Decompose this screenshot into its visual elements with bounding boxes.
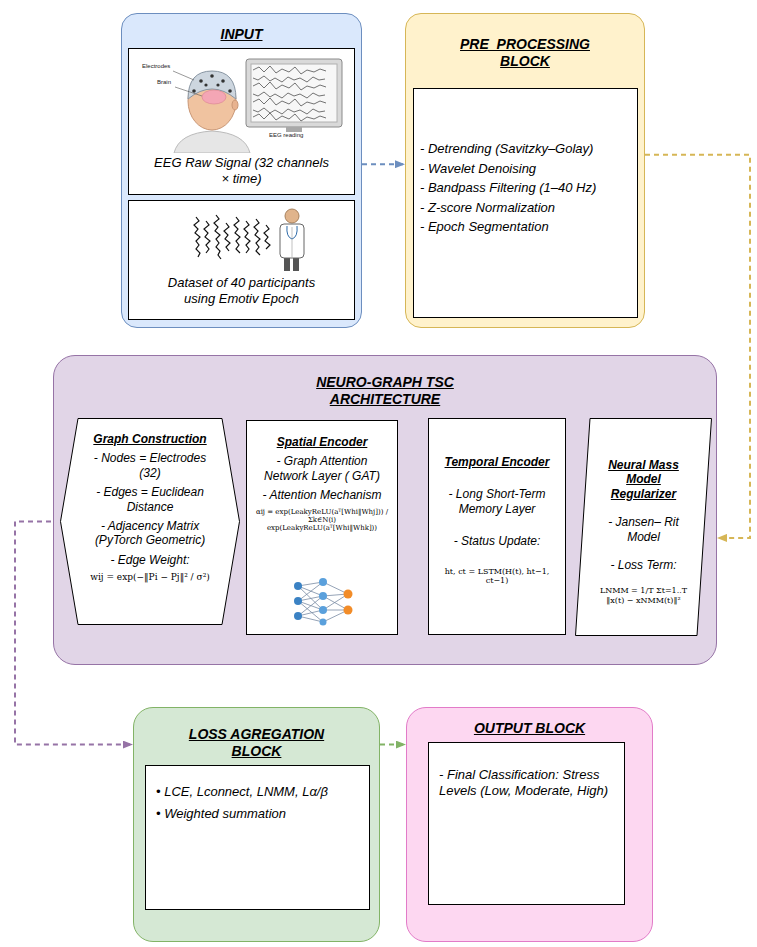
formula-text: αij = exp(LeakyReLU(aᵀ[Whi‖Whj])) / Σk∈N… — [253, 508, 391, 533]
item-text: • Weighted summation — [156, 806, 286, 822]
graph-construction-hexagon: Graph Construction - Nodes = Electrodes (… — [60, 418, 240, 625]
dataset-box: Dataset of 40 participants using Emotiv … — [128, 200, 355, 320]
classification-box: - Final Classification: Stress Levels (L… — [428, 742, 625, 905]
item-text: - Final Classification: Stress Levels (L… — [439, 767, 614, 798]
block-title: OUTPUT BLOCK — [474, 720, 585, 737]
loss-panel: LOSS AGREGATION BLOCK • LCE, Lconnect, LN… — [133, 707, 380, 942]
dataset-illustration — [134, 207, 351, 272]
network-icon — [288, 576, 358, 626]
output-panel: OUTPUT BLOCK - Final Classification: Stre… — [406, 707, 653, 942]
architecture-panel: NEURO-GRAPH TSC ARCHITECTURE Graph Constr… — [53, 355, 717, 665]
item-text: - Wavelet Denoising — [420, 161, 536, 177]
item-text: - Status Update: — [454, 534, 541, 548]
item-text: - Bandpass Filtering (1–40 Hz) — [420, 180, 596, 196]
item-text: - Attention Mechanism — [263, 488, 382, 502]
item-text: - Edges = Euclidean Distance — [82, 485, 218, 514]
block-title: LOSS AGREGATION BLOCK — [169, 726, 344, 760]
temporal-encoder-box: Temporal Encoder - Long Short-Term Memory… — [428, 418, 566, 635]
preprocessing-panel: PRE_PROCESSING BLOCK - Detrending (Savitz… — [405, 13, 645, 328]
eeg-illustration — [134, 53, 351, 153]
formula-text: wij = exp(−‖Pi − Pj‖² / σ²) — [90, 572, 210, 583]
box-title: Spatial Encoder — [277, 435, 368, 449]
block-title: PRE_PROCESSING BLOCK — [443, 36, 608, 70]
preprocessing-steps-box: - Detrending (Savitzky–Golay) - Wavelet D… — [413, 88, 638, 318]
input-panel: INPUT EEG Raw Signal (32 channels × time) — [121, 13, 362, 328]
item-text: - Loss Term: — [610, 558, 676, 572]
regularizer-parallelogram: Neural Mass Model Regularizer - Jansen– R… — [575, 418, 712, 636]
item-text: - Long Short-Term Memory Layer — [435, 487, 559, 516]
box-title: Neural Mass Model Regularizer — [593, 458, 694, 501]
item-text: - Z-score Normalization — [420, 200, 555, 216]
block-title: NEURO-GRAPH TSC ARCHITECTURE — [298, 374, 473, 408]
formula-text: ht, ct = LSTM(H(t), ht−1, ct−1) — [435, 567, 559, 586]
dashed-connector — [362, 163, 405, 165]
item-text: - Detrending (Savitzky–Golay) — [420, 141, 593, 157]
eeg-signal-box: EEG Raw Signal (32 channels × time) — [128, 48, 355, 195]
box-title: Graph Construction — [93, 432, 206, 446]
dashed-connector — [380, 744, 406, 746]
item-text: Dataset of 40 participants using Emotiv … — [154, 275, 329, 306]
item-text: - Edge Weight: — [110, 553, 189, 567]
spatial-encoder-box: Spatial Encoder - Graph Attention Network… — [246, 420, 398, 635]
item-text: - Adjacency Matrix (PyTorch Geometric) — [82, 519, 218, 548]
item-text: - Nodes = Electrodes (32) — [82, 451, 218, 480]
item-text: - Jansen– Rit Model — [593, 515, 694, 544]
item-text: EEG Raw Signal (32 channels × time) — [154, 155, 329, 186]
block-title: INPUT — [221, 26, 263, 43]
box-title: Temporal Encoder — [445, 455, 550, 469]
loss-terms-box: • LCE, Lconnect, LNMM, Lα/β • Weighted su… — [145, 765, 370, 910]
item-text: - Epoch Segmentation — [420, 219, 549, 235]
item-text: • LCE, Lconnect, LNMM, Lα/β — [156, 784, 328, 800]
formula-text: LNMM = 1/T Σt=1..T ‖x(t) − xNMM(t)‖² — [593, 586, 694, 605]
item-text: - Graph Attention Network Layer ( GAT) — [253, 454, 391, 483]
